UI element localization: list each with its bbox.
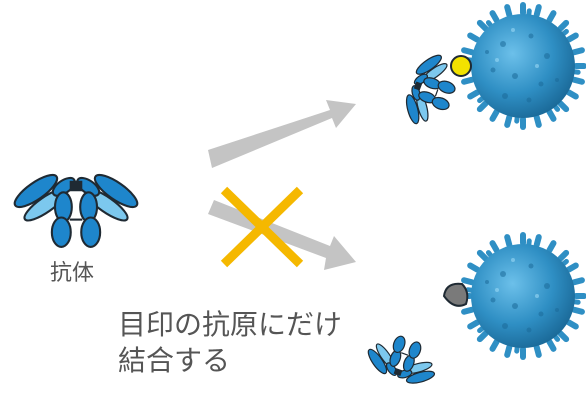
- antibody-unbound: [357, 325, 446, 399]
- x-cross-icon: [220, 186, 304, 268]
- caption-line-1: 目印の抗原にだけ: [118, 308, 343, 341]
- antibody-main: [9, 161, 143, 248]
- nontarget-cell: [459, 232, 586, 360]
- caption-line-2: 結合する: [118, 344, 231, 377]
- target-cell: [459, 2, 586, 130]
- arrow-success: [208, 100, 356, 168]
- antigen-match: [450, 55, 472, 77]
- antibody-label: 抗体: [50, 261, 95, 286]
- arrow-blocked: [208, 200, 356, 270]
- antigen-nomatch: [442, 282, 469, 307]
